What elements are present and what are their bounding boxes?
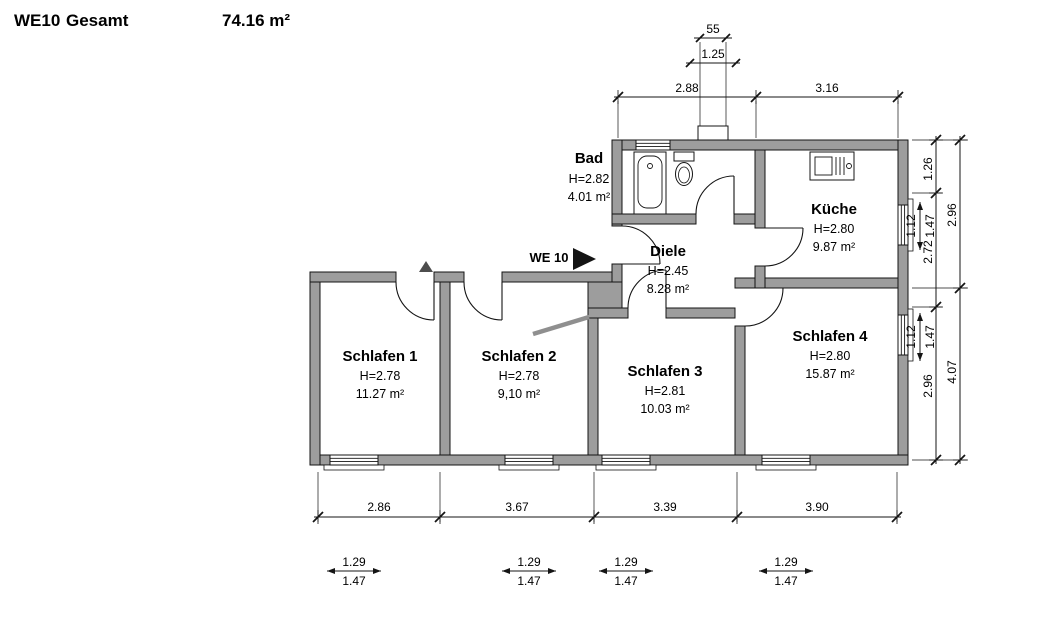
svg-text:1.47: 1.47 bbox=[774, 574, 798, 588]
diele-name: Diele bbox=[650, 243, 686, 260]
room-label-bad: Bad H=2.82 4.01 m² bbox=[568, 150, 610, 204]
svg-text:1.47: 1.47 bbox=[517, 574, 541, 588]
dimension-top: 2.88 3.16 bbox=[612, 81, 904, 138]
room-label-schlafen1: Schlafen 1 H=2.78 11.27 m² bbox=[342, 348, 417, 401]
schlafen2-height: H=2.78 bbox=[499, 369, 540, 383]
door-schlafen3 bbox=[627, 269, 667, 309]
svg-text:1.29: 1.29 bbox=[774, 555, 798, 569]
svg-text:1.47: 1.47 bbox=[342, 574, 366, 588]
diele-height: H=2.45 bbox=[648, 264, 689, 278]
svg-text:1.12: 1.12 bbox=[904, 214, 918, 238]
dim-window-right-2: 1.12 1.47 bbox=[904, 313, 937, 361]
svg-text:1.29: 1.29 bbox=[517, 555, 541, 569]
bad-height: H=2.82 bbox=[569, 172, 610, 186]
wall-marker bbox=[419, 261, 433, 272]
diele-area: 8.28 m² bbox=[647, 282, 689, 296]
dimension-bottom: 2.86 3.67 3.39 3.90 bbox=[312, 472, 903, 524]
window-schlafen1 bbox=[323, 454, 385, 471]
door-kueche bbox=[764, 227, 804, 267]
svg-text:1.29: 1.29 bbox=[614, 555, 638, 569]
fixtures bbox=[633, 151, 855, 215]
dimension-right: 1.26 2.72 2.96 2.96 4.07 1.12 1.47 1.12 … bbox=[904, 134, 968, 466]
schlafen1-area: 11.27 m² bbox=[356, 387, 404, 401]
window-right-2 bbox=[897, 308, 914, 362]
title-area: 74.16 m² bbox=[222, 11, 290, 30]
kitchen-sink-icon bbox=[809, 151, 855, 181]
door-entrance bbox=[621, 225, 661, 265]
schlafen4-name: Schlafen 4 bbox=[792, 328, 868, 345]
schlafen1-name: Schlafen 1 bbox=[342, 348, 417, 365]
plan-title: WE10 Gesamt 74.16 m² bbox=[14, 11, 290, 30]
room-label-schlafen3: Schlafen 3 H=2.81 10.03 m² bbox=[627, 363, 702, 416]
bad-area: 4.01 m² bbox=[568, 190, 610, 204]
schlafen1-height: H=2.78 bbox=[360, 369, 401, 383]
schlafen2-name: Schlafen 2 bbox=[481, 348, 556, 365]
schlafen4-area: 15.87 m² bbox=[805, 367, 854, 381]
exterior-walls bbox=[309, 139, 909, 466]
dim-top-1: 2.88 bbox=[675, 81, 699, 95]
dim-right-inner-1: 1.26 bbox=[921, 157, 935, 181]
window-schlafen4 bbox=[755, 454, 817, 471]
title-code: WE10 bbox=[14, 11, 60, 30]
schlafen3-area: 10.03 m² bbox=[640, 402, 689, 416]
windows bbox=[323, 139, 914, 471]
entrance-arrow-icon bbox=[573, 248, 596, 270]
doors bbox=[395, 175, 804, 337]
dim-right-outer-1: 2.96 bbox=[945, 203, 959, 227]
bathtub-icon bbox=[633, 151, 667, 215]
dimension-chimney: 55 1.25 bbox=[685, 22, 741, 126]
dim-window-bottom-4: 1.29 1.47 bbox=[759, 555, 813, 588]
door-schlafen2 bbox=[463, 281, 503, 321]
dim-right-inner-3: 2.96 bbox=[921, 374, 935, 398]
schlafen2-area: 9,10 m² bbox=[498, 387, 540, 401]
dim-right-outer-2: 4.07 bbox=[945, 360, 959, 384]
dim-bottom-2: 3.67 bbox=[505, 500, 529, 514]
svg-text:1.29: 1.29 bbox=[342, 555, 366, 569]
window-bad-top bbox=[635, 139, 671, 151]
svg-text:1.47: 1.47 bbox=[923, 214, 937, 238]
schlafen3-name: Schlafen 3 bbox=[627, 363, 702, 380]
kueche-height: H=2.80 bbox=[814, 222, 855, 236]
dim-window-bottom-2: 1.29 1.47 bbox=[502, 555, 556, 588]
room-label-schlafen4: Schlafen 4 H=2.80 15.87 m² bbox=[792, 328, 868, 381]
dim-top-2: 3.16 bbox=[815, 81, 839, 95]
unit-marker-label: WE 10 bbox=[529, 250, 568, 265]
svg-text:1.12: 1.12 bbox=[904, 325, 918, 349]
svg-text:1.47: 1.47 bbox=[923, 325, 937, 349]
dim-chimney-offset: 1.25 bbox=[701, 47, 725, 61]
kueche-area: 9.87 m² bbox=[813, 240, 855, 254]
schlafen4-height: H=2.80 bbox=[810, 349, 851, 363]
dim-bottom-3: 3.39 bbox=[653, 500, 677, 514]
door-bad bbox=[695, 175, 735, 215]
dim-window-bottom-1: 1.29 1.47 bbox=[327, 555, 381, 588]
entrance-marker: WE 10 bbox=[529, 248, 596, 270]
door-schlafen4 bbox=[744, 287, 784, 327]
schlafen3-height: H=2.81 bbox=[645, 384, 686, 398]
door-schlafen1 bbox=[395, 281, 435, 321]
bad-name: Bad bbox=[575, 150, 603, 167]
building bbox=[309, 125, 914, 471]
dim-chimney-width: 55 bbox=[706, 22, 720, 36]
dim-window-right-1: 1.12 1.47 bbox=[904, 202, 937, 250]
angled-door-leaf bbox=[532, 314, 590, 337]
room-label-diele: Diele H=2.45 8.28 m² bbox=[647, 243, 689, 296]
dim-window-bottom-3: 1.29 1.47 bbox=[599, 555, 653, 588]
room-label-schlafen2: Schlafen 2 H=2.78 9,10 m² bbox=[481, 348, 556, 401]
window-schlafen2 bbox=[498, 454, 560, 471]
room-labels: Bad H=2.82 4.01 m² Küche H=2.80 9.87 m² … bbox=[342, 150, 868, 416]
dim-right-inner-2: 2.72 bbox=[921, 240, 935, 264]
svg-text:1.47: 1.47 bbox=[614, 574, 638, 588]
window-schlafen3 bbox=[595, 454, 657, 471]
dim-bottom-4: 3.90 bbox=[805, 500, 829, 514]
title-name: Gesamt bbox=[66, 11, 129, 30]
window-right-1 bbox=[897, 198, 914, 252]
dimension-windows-bottom: 1.29 1.47 1.29 1.47 1.29 1.47 1.29 1.47 bbox=[327, 555, 813, 588]
interior-walls bbox=[439, 149, 899, 456]
dim-bottom-1: 2.86 bbox=[367, 500, 391, 514]
toilet-icon bbox=[673, 151, 695, 186]
kueche-name: Küche bbox=[811, 201, 857, 218]
room-label-kueche: Küche H=2.80 9.87 m² bbox=[811, 201, 857, 254]
